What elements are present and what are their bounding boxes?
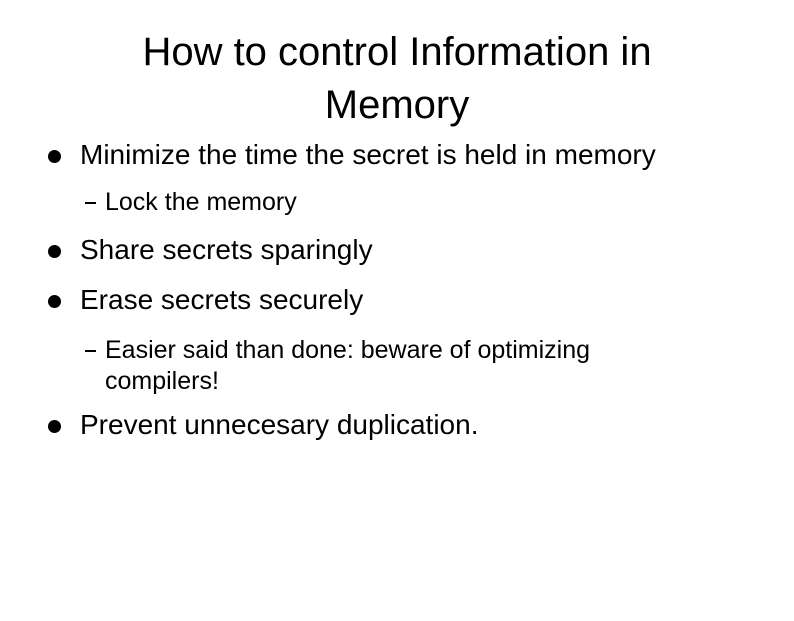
slide-title-line-1: How to control Information in	[142, 30, 652, 74]
bullet-text: Erase secrets securely	[80, 284, 364, 315]
sub-bullet-item: Lock the memory	[85, 187, 764, 218]
slide-title: How to control Information in Memory	[0, 26, 794, 132]
sub-bullet-item: Easier said than done: beware of optimiz…	[85, 335, 764, 397]
bullet-item: Erase secrets securely	[48, 282, 764, 318]
bullet-item: Minimize the time the secret is held in …	[48, 137, 764, 173]
bullet-text: Share secrets sparingly	[80, 234, 373, 265]
bullet-icon	[48, 420, 61, 433]
slide: How to control Information in Memory Min…	[0, 26, 794, 621]
bullet-icon	[48, 150, 61, 163]
dash-icon	[85, 350, 96, 352]
bullet-item: Share secrets sparingly	[48, 232, 764, 268]
sub-bullet-text: Lock the memory	[105, 188, 297, 216]
bullet-text: Prevent unnecesary duplication.	[80, 409, 479, 440]
sub-bullet-text: Easier said than done: beware of optimiz…	[105, 336, 591, 395]
bullet-icon	[48, 295, 61, 308]
slide-title-line-2: Memory	[324, 83, 470, 127]
bullet-list: Minimize the time the secret is held in …	[0, 137, 794, 443]
dash-icon	[85, 202, 96, 204]
bullet-text: Minimize the time the secret is held in …	[80, 139, 656, 170]
bullet-icon	[48, 245, 61, 258]
bullet-item: Prevent unnecesary duplication.	[48, 407, 764, 443]
